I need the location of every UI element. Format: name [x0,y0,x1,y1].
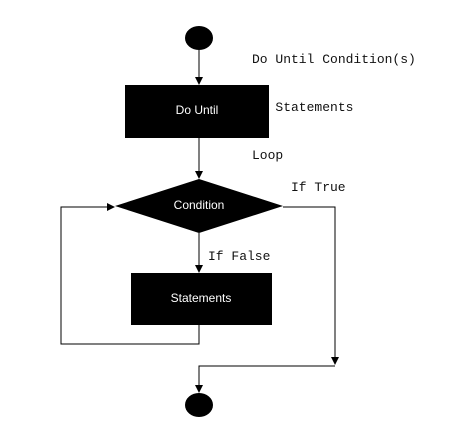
connector-loop-back [60,203,200,345]
code-line-2: Statements [252,100,354,115]
do-until-label: Do Until [175,103,219,117]
code-line-3: Loop [252,148,284,163]
end-terminal [185,393,213,417]
condition-label: Condition [173,198,225,212]
statements-label: Statements [170,291,232,305]
code-line-1: Do Until Condition(s) [252,52,416,67]
if-true-label: If True [291,180,346,195]
connector-merge-to-end [195,365,335,393]
connector-if-true-exit [283,206,339,365]
if-false-label: If False [208,249,271,264]
do-until-box [125,85,269,138]
start-terminal [185,26,213,50]
statements-box [131,273,272,325]
code-snippet: Do Until Condition(s) Statements Loop [252,20,416,180]
condition-diamond [115,179,283,233]
